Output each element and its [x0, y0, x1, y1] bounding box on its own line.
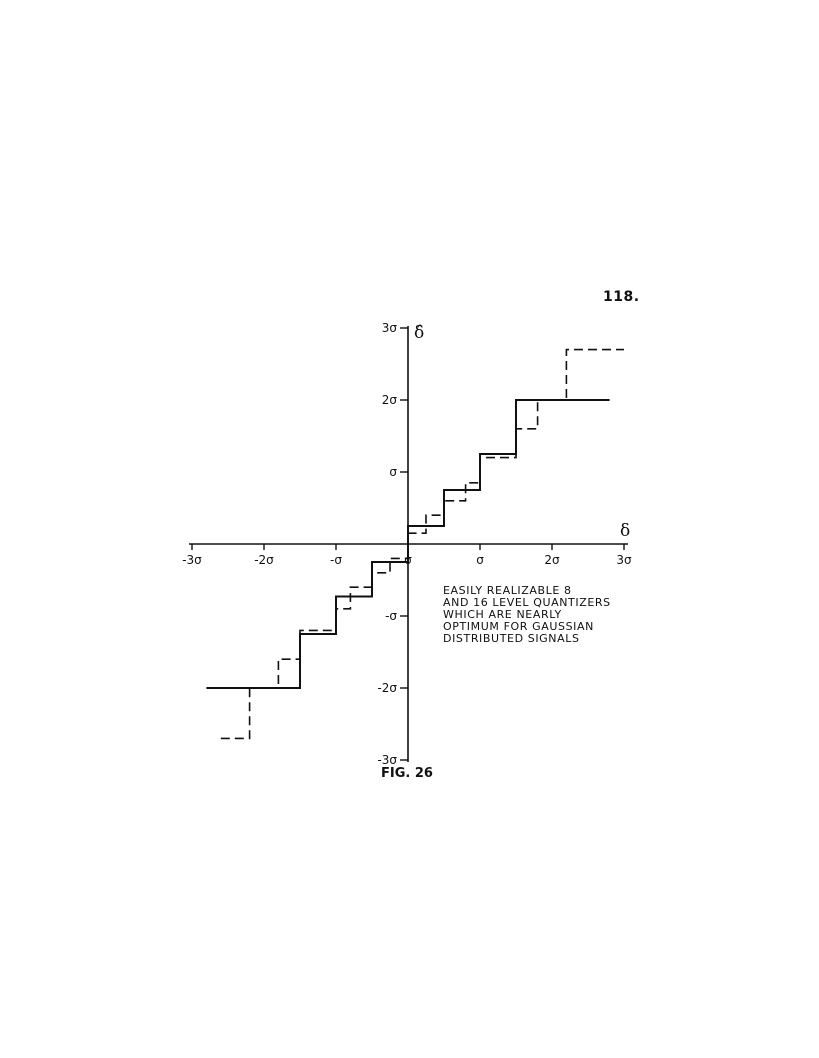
x-tick-label: σ: [476, 553, 484, 567]
x-tick-label: 3σ: [616, 553, 632, 567]
dashed-step-series: [220, 348, 624, 740]
chart-series: [206, 348, 624, 740]
y-tick-label: -3σ: [377, 753, 397, 767]
y-tick-label: σ: [389, 465, 397, 479]
x-tick-label: 2σ: [544, 553, 560, 567]
y-tick-label: 2σ: [382, 393, 398, 407]
y-tick-label: 3σ: [382, 321, 398, 335]
y-tick-label: -2σ: [377, 681, 397, 695]
x-tick-label: -σ: [330, 553, 342, 567]
y-axis-label: δ̂: [414, 323, 424, 343]
figure-caption: EASILY REALIZABLE 8 AND 16 LEVEL QUANTIZ…: [443, 584, 611, 645]
figure-label: FIG. 26: [381, 766, 433, 781]
x-tick-label: -2σ: [254, 553, 274, 567]
page-number: 118.: [603, 289, 640, 305]
x-axis-label: δ: [620, 521, 630, 541]
x-tick-label: -3σ: [182, 553, 202, 567]
y-tick-label: -σ: [385, 609, 397, 623]
